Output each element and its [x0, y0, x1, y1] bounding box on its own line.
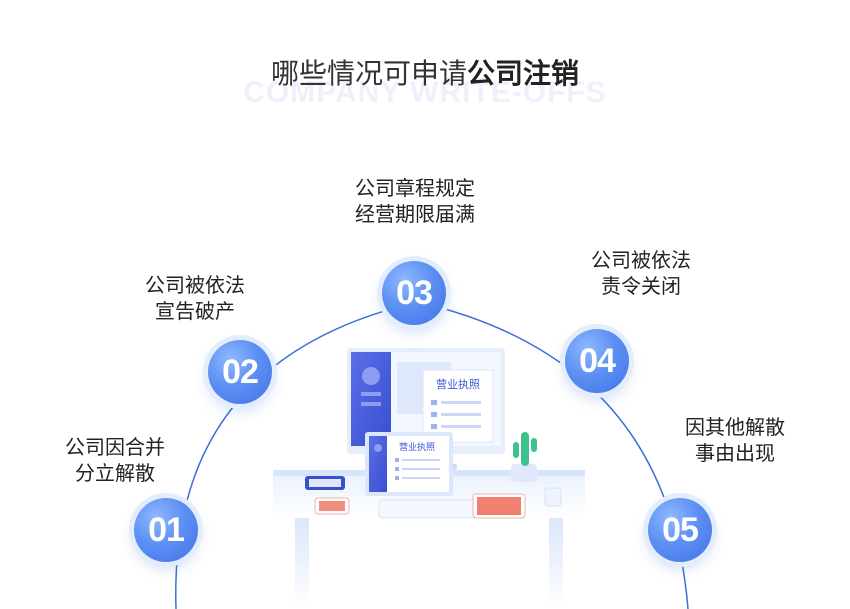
monitor-avatar	[362, 367, 380, 385]
step-05-line2: 事由出现	[695, 441, 775, 465]
page-title: 哪些情况可申请公司注销	[0, 52, 850, 92]
desk-leg-left	[295, 518, 309, 609]
title-block: COMPANY WRITE-OFFS 哪些情况可申请公司注销	[0, 52, 850, 112]
cactus-pot	[511, 464, 537, 482]
step-04-line1: 公司被依法	[591, 248, 691, 272]
tablet-doc-title: 营业执照	[399, 441, 435, 453]
title-regular: 哪些情况可申请	[270, 57, 467, 90]
step-02-line2: 宣告破产	[155, 299, 235, 323]
step-03-line2: 经营期限届满	[355, 202, 475, 226]
step-01-line2: 分立解散	[75, 461, 155, 485]
desk-leg-right	[549, 518, 563, 609]
keyboard	[378, 499, 476, 519]
step-03-badge: 03	[382, 261, 446, 325]
step-04-line2: 责令关闭	[601, 274, 681, 298]
step-01-line1: 公司因合并	[65, 435, 165, 459]
cactus-body	[521, 432, 529, 466]
step-01-badge: 01	[134, 498, 198, 562]
step-05-label: 因其他解散 事由出现	[660, 414, 810, 466]
monitor-doc-title: 营业执照	[436, 377, 480, 391]
monitor-sidebar	[351, 352, 391, 446]
step-02-badge: 02	[208, 340, 272, 404]
step-01-label: 公司因合并 分立解散	[40, 434, 190, 486]
office-desk-illustration: 营业执照 营业执照	[273, 348, 585, 609]
step-04-label: 公司被依法 责令关闭	[566, 247, 716, 299]
step-05-badge: 05	[648, 498, 712, 562]
step-02-line1: 公司被依法	[145, 273, 245, 297]
step-03-line1: 公司章程规定	[355, 176, 475, 200]
monitor-doc	[422, 369, 494, 443]
title-watermark: COMPANY WRITE-OFFS	[243, 76, 607, 109]
step-03-label: 公司章程规定 经营期限届满	[330, 175, 500, 227]
tablet-sidebar	[369, 436, 387, 492]
step-02-label: 公司被依法 宣告破产	[120, 272, 270, 324]
step-04-badge: 04	[565, 329, 629, 393]
title-bold: 公司注销	[467, 57, 580, 90]
step-05-line1: 因其他解散	[685, 415, 785, 439]
mug	[544, 487, 562, 507]
